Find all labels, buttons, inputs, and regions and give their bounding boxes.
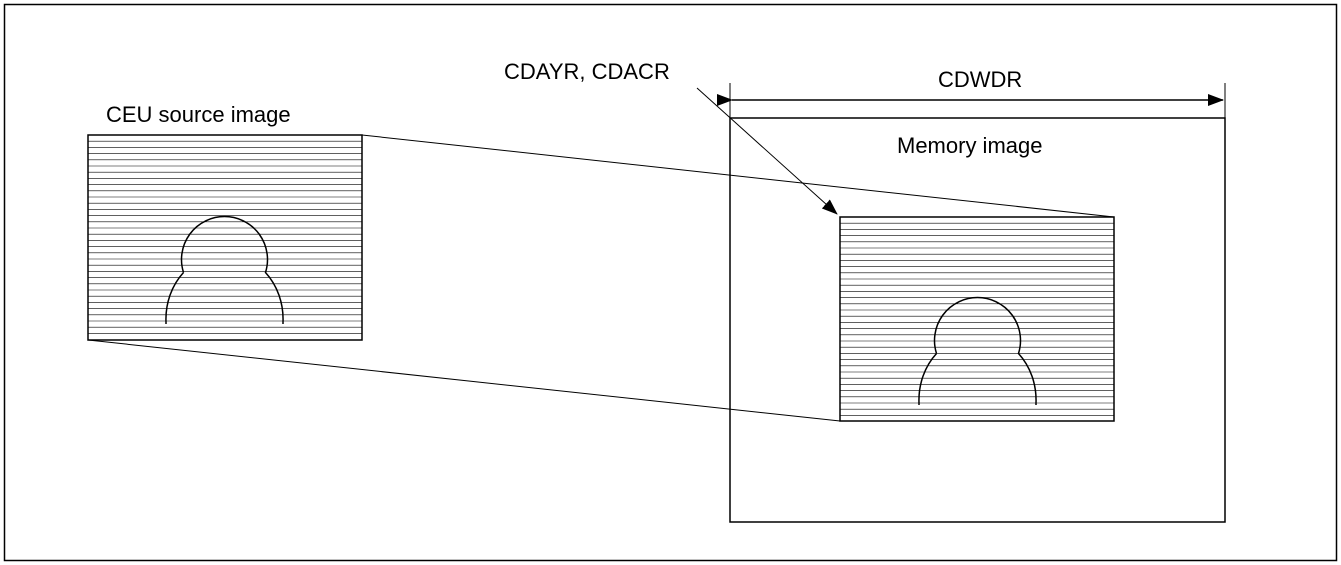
projection-line-bottom (87, 339, 841, 422)
memory-image-capture (839, 216, 1115, 422)
source-image-label: CEU source image (106, 102, 291, 127)
source-image-scanlines (88, 140, 362, 334)
width-register-label: CDWDR (938, 67, 1022, 92)
address-leader-arrow (696, 87, 838, 215)
source-person-icon (165, 215, 284, 324)
source-image (87, 134, 363, 341)
memory-image-scanlines (840, 222, 1114, 416)
memory-person-icon (918, 296, 1037, 405)
memory-image-box (729, 117, 1226, 523)
projection-line-top (361, 134, 1115, 218)
diagram-frame (3, 3, 1338, 562)
address-registers-label: CDAYR, CDACR (504, 59, 670, 84)
memory-image-label: Memory image (897, 133, 1042, 158)
